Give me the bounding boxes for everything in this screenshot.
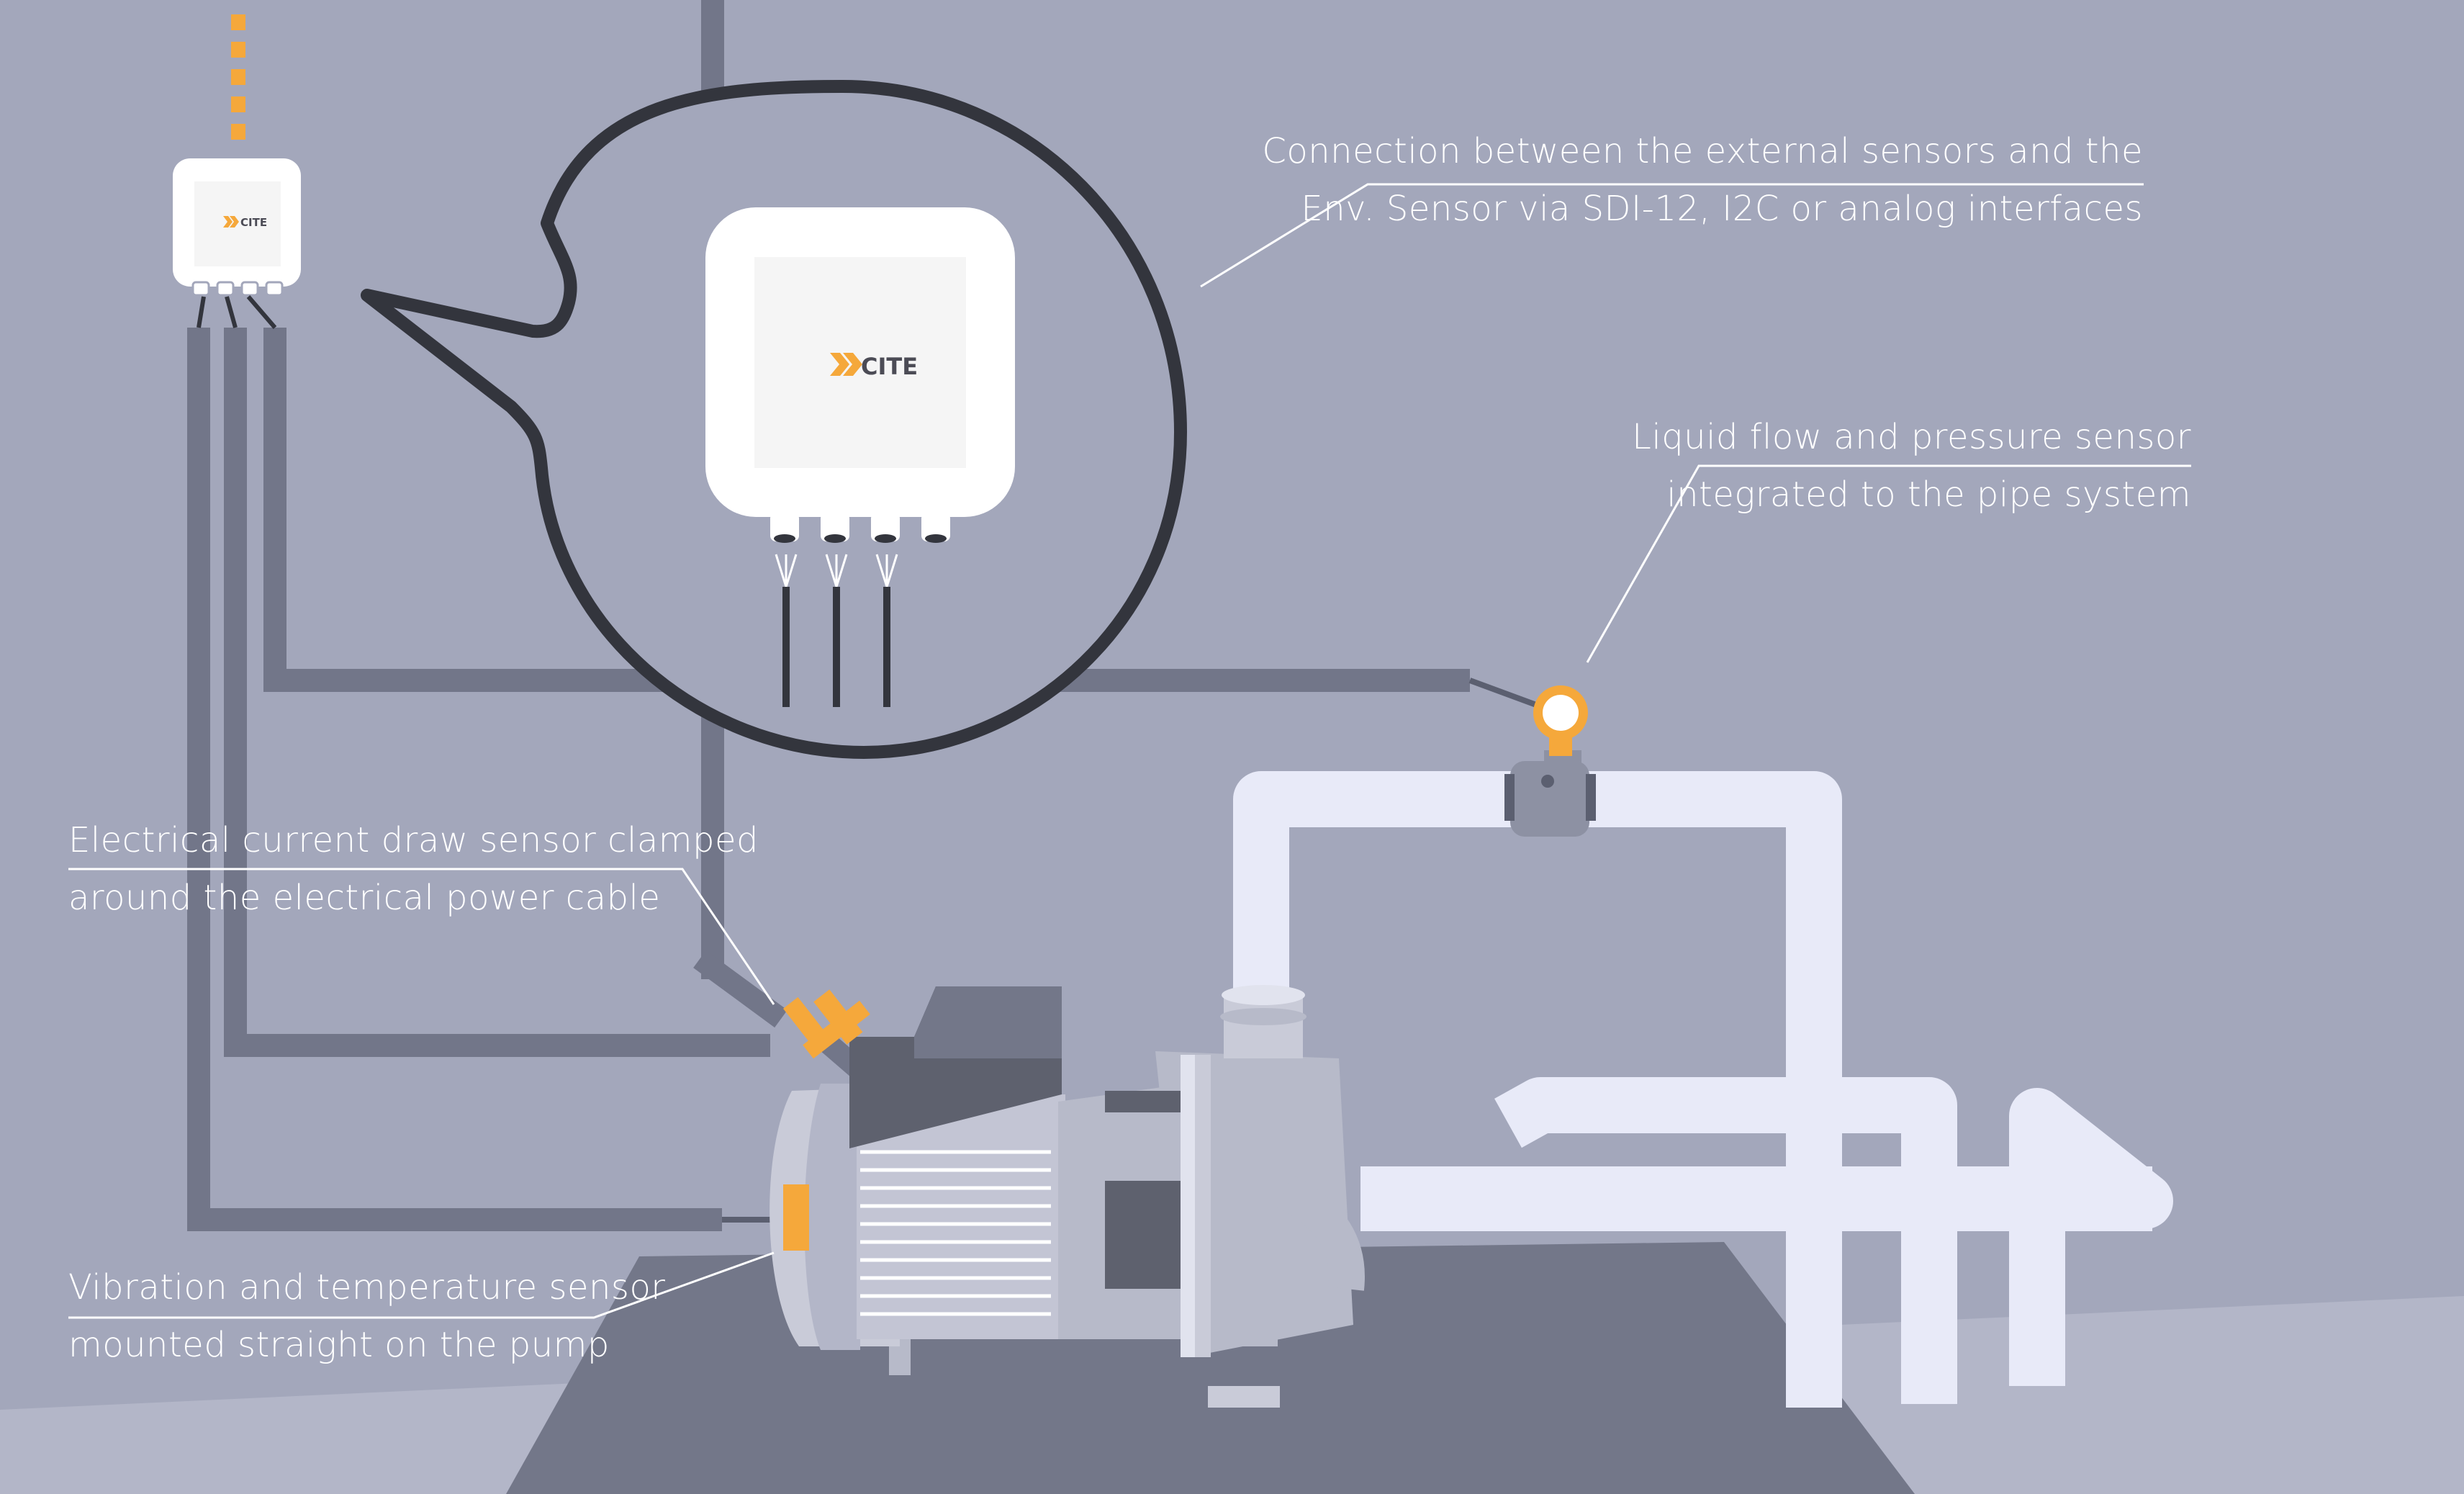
pipe-lower <box>1494 1077 1957 1404</box>
wireless-link <box>231 14 245 140</box>
annotation-vibration-line1: Vibration and temperature sensor <box>68 1267 666 1308</box>
device-brand-large: CITE <box>861 353 918 380</box>
annotation-vibration-line2: mounted straight on the pump <box>68 1325 610 1365</box>
flow-pressure-sensor <box>1504 685 1596 837</box>
xcite-chevron-icon <box>223 216 239 228</box>
power-cable <box>693 950 788 1028</box>
pipe-outlet-main <box>1360 1166 2152 1231</box>
cable-to-current-sensor <box>224 328 770 1057</box>
leader-current <box>68 868 775 1005</box>
cable-to-vibration-sensor <box>187 328 722 1231</box>
flow-sensor-wire <box>1468 678 1545 711</box>
annotation-connection-line2: Env. Sensor via SDI-12, I2C or analog in… <box>1301 189 2143 229</box>
device-brand-small: CITE <box>240 216 267 229</box>
annotation-flow-line2: integrated to the pipe system <box>1666 474 2191 515</box>
vibration-sensor <box>783 1184 809 1251</box>
annotation-flow-sensor: Liquid flow and pressure sensor integrat… <box>1632 408 2191 523</box>
leader-vibration <box>68 1251 775 1319</box>
current-clamp-sensor <box>782 989 870 1059</box>
env-sensor-magnified: CITE <box>705 207 1015 707</box>
leader-flow <box>1586 464 2191 663</box>
annotation-connection: Connection between the external sensors … <box>1262 122 2143 238</box>
annotation-current-sensor: Electrical current draw sensor clamped a… <box>68 811 759 927</box>
annotation-vibration-sensor: Vibration and temperature sensor mounted… <box>68 1259 666 1374</box>
leader-connection <box>1200 183 2144 288</box>
annotation-current-line1: Electrical current draw sensor clamped <box>68 820 759 860</box>
annotation-current-line2: around the electrical power cable <box>68 878 661 918</box>
xcite-chevron-icon-large <box>830 353 862 376</box>
env-sensor-small: CITE <box>173 158 301 329</box>
leader-lines <box>68 183 2191 1319</box>
annotation-flow-line1: Liquid flow and pressure sensor <box>1632 417 2191 457</box>
annotation-connection-line1: Connection between the external sensors … <box>1262 131 2143 171</box>
pump <box>770 985 1365 1408</box>
